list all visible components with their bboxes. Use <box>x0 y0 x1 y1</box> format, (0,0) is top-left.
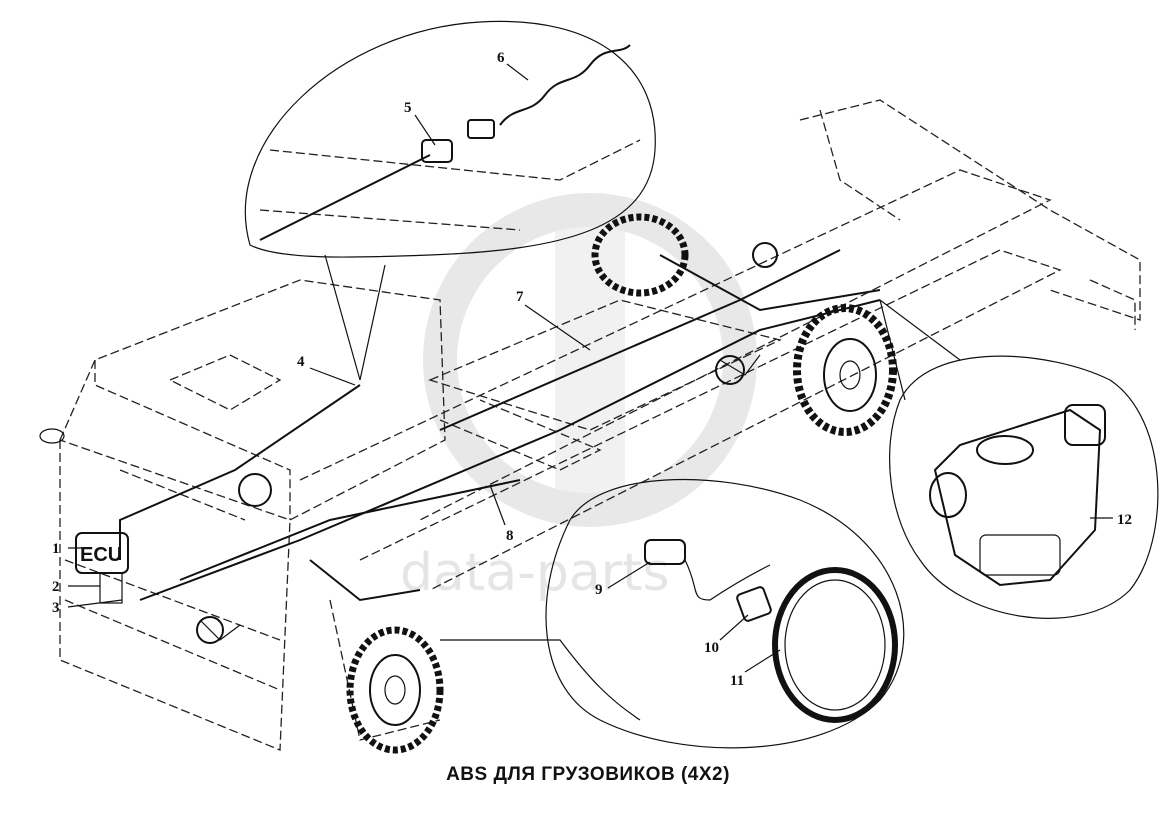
callouts: 1 2 3 4 5 6 7 8 9 10 11 12 <box>52 50 1132 689</box>
front-wheel <box>346 626 444 754</box>
leader-lines <box>67 63 1113 673</box>
watermark-text: data-parts <box>400 543 670 603</box>
callout-5: 5 <box>404 100 412 116</box>
callout-2: 2 <box>52 579 60 595</box>
callout-3: 3 <box>52 600 60 616</box>
detail-sensor-cable <box>244 20 656 381</box>
abs-wiring <box>119 249 881 641</box>
callout-10: 10 <box>704 640 719 656</box>
watermark: data-parts <box>400 193 757 603</box>
callout-4: 4 <box>297 354 305 370</box>
callout-8: 8 <box>506 528 514 544</box>
ecu-module: ECU <box>75 532 129 604</box>
chassis-frame <box>299 99 1141 741</box>
truck-cab <box>39 279 446 751</box>
callout-11: 11 <box>730 673 744 689</box>
callout-1: 1 <box>52 541 60 557</box>
modulator-valves <box>196 242 778 644</box>
rear-wheel-far <box>591 213 689 297</box>
diagram-title: ABS ДЛЯ ГРУЗОВИКОВ (4X2) <box>446 764 730 785</box>
callout-7: 7 <box>516 289 524 305</box>
callout-6: 6 <box>497 50 505 66</box>
detail-valve <box>879 299 1159 619</box>
detail-sensor-ring <box>440 478 905 749</box>
ecu-label: ECU <box>80 544 122 566</box>
callout-9: 9 <box>595 582 603 598</box>
rear-wheel <box>793 304 897 436</box>
callout-12: 12 <box>1117 512 1132 528</box>
